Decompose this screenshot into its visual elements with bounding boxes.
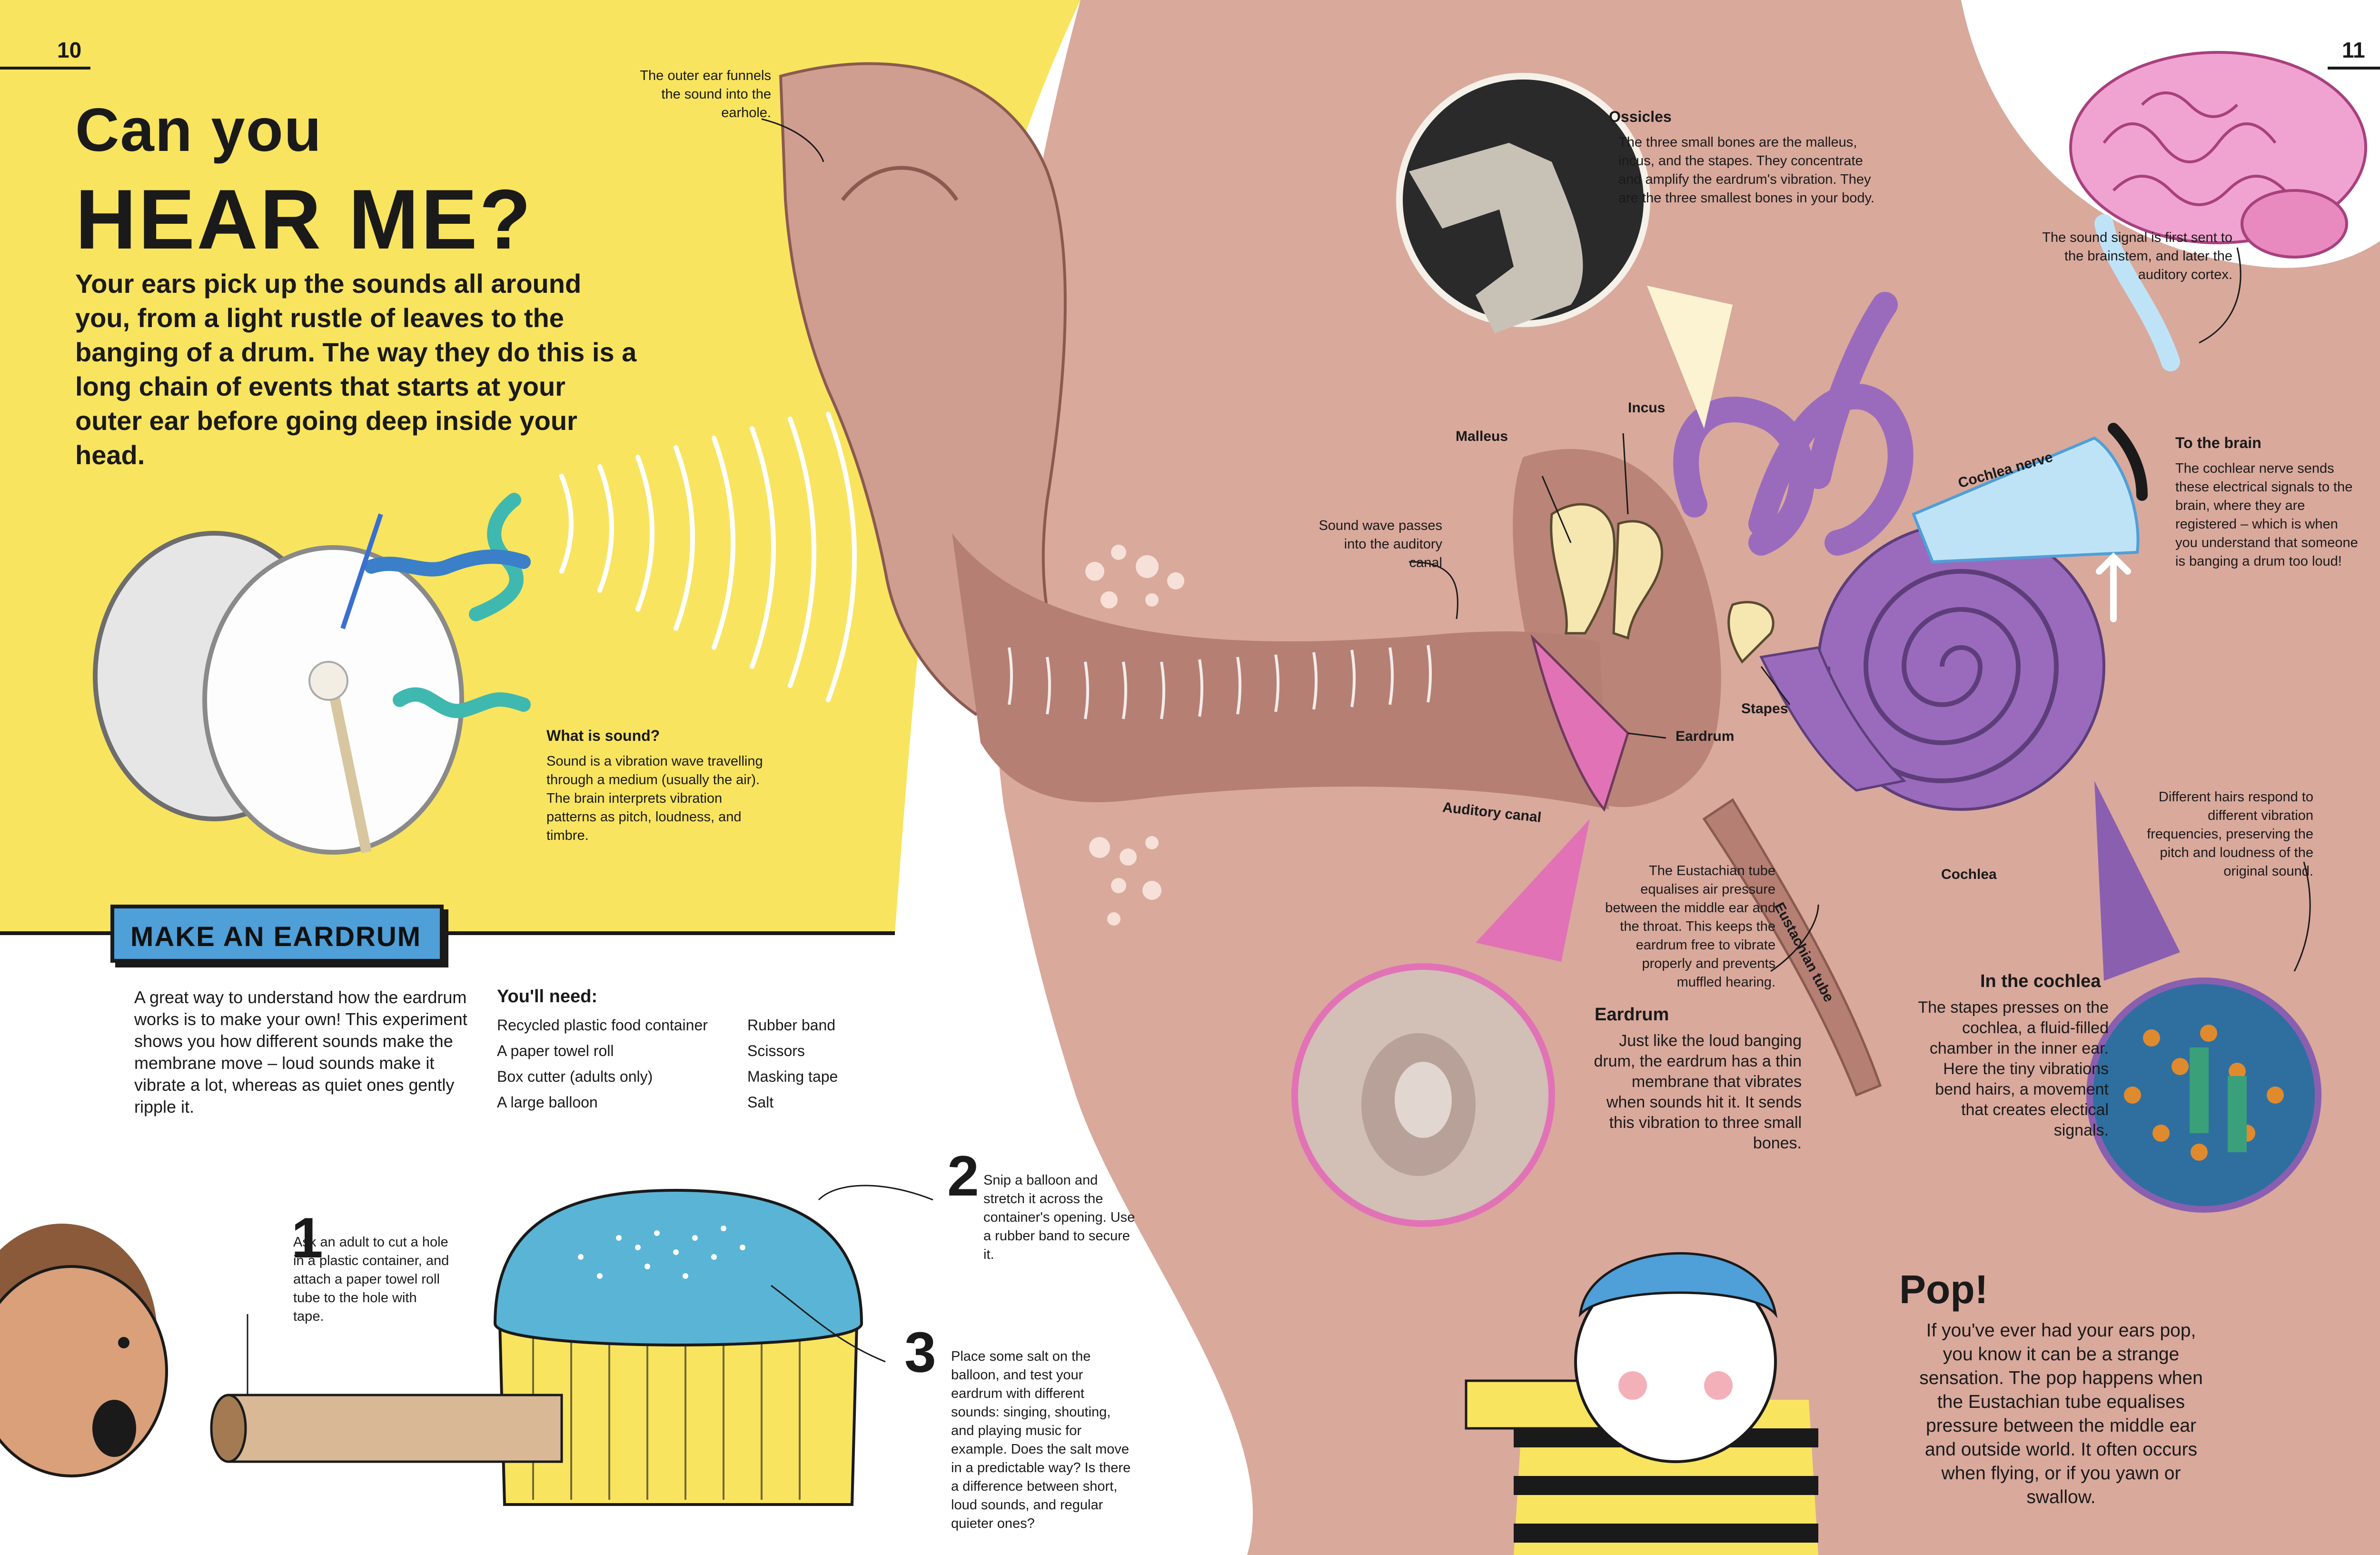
step-3-text: Place some salt on the balloon, and test… xyxy=(951,1349,1131,1531)
sound-wave-caption: Sound wave passes into the auditory cana… xyxy=(1319,518,1442,570)
list-item: A large balloon xyxy=(497,1094,598,1111)
ossicle-bones xyxy=(1550,503,1775,664)
cochlea-box-heading: In the cochlea xyxy=(1980,971,2101,991)
cochlea-shape xyxy=(1759,522,2105,811)
boy-illustration xyxy=(1465,1252,1818,1555)
experiment-intro: A great way to understand how the eardru… xyxy=(134,987,467,1116)
header-rule-right xyxy=(2328,67,2380,70)
step-3-number: 3 xyxy=(904,1320,936,1384)
paper-tube xyxy=(210,1394,563,1463)
sound-squiggles xyxy=(364,493,531,718)
need-list-col2: Rubber band Scissors Masking tape Salt xyxy=(747,1012,838,1115)
sound-text: Sound is a vibration wave travelling thr… xyxy=(546,754,763,843)
cochlea-label: Cochlea xyxy=(1941,867,1997,882)
incus-label: Incus xyxy=(1628,400,1666,416)
pop-text: If you've ever had your ears pop, you kn… xyxy=(1919,1320,2203,1507)
up-arrow xyxy=(2096,552,2131,622)
list-item: A paper towel roll xyxy=(497,1042,614,1059)
eardrum-label: Eardrum xyxy=(1676,728,1735,744)
eardrum-shape xyxy=(1530,634,1629,812)
eustachian-tube-shape xyxy=(1702,798,1882,1097)
step-2-text: Snip a balloon and stretch it across the… xyxy=(983,1173,1135,1262)
to-brain-heading: To the brain xyxy=(2175,434,2261,451)
outer-ear-caption: The outer ear funnels the sound into the… xyxy=(640,68,771,120)
eustachian-caption: The Eustachian tube equalises air pressu… xyxy=(1605,863,1775,990)
step-2-number: 2 xyxy=(947,1144,979,1208)
brain-image xyxy=(2069,51,2367,371)
eardrum-box-text: Just like the loud banging drum, the ear… xyxy=(1594,1032,1802,1152)
eardrum-box-heading: Eardrum xyxy=(1595,1005,1669,1025)
sound-heading: What is sound? xyxy=(546,727,660,744)
cochlear-nerve xyxy=(1912,436,2140,564)
list-item: Box cutter (adults only) xyxy=(497,1068,653,1085)
ossicles-text: The three small bones are the malleus, i… xyxy=(1618,135,1874,206)
section-divider xyxy=(0,931,895,935)
malleus-label: Malleus xyxy=(1456,429,1508,444)
auditory-canal-shape xyxy=(952,533,1609,809)
list-item: Scissors xyxy=(747,1042,805,1059)
step-1-number: 1 xyxy=(291,1206,323,1270)
make-an-eardrum-heading: MAKE AN EARDRUM xyxy=(130,921,422,952)
pop-heading: Pop! xyxy=(1899,1267,1988,1312)
drum-image xyxy=(93,531,464,855)
title-line-1: Can you xyxy=(75,96,322,164)
step-1-text: Ask an adult to cut a hole in a plastic … xyxy=(293,1235,449,1324)
cochlea-hairs-photo xyxy=(2086,781,2321,1213)
semicircular-canals xyxy=(1673,292,1914,556)
ossicles-photo xyxy=(1396,73,1733,429)
ossicles-heading: Ossicles xyxy=(1609,108,1672,125)
need-list-col1: Recycled plastic food container A paper … xyxy=(497,1012,708,1115)
cochlea-box-text: The stapes presses on the cochlea, a flu… xyxy=(1918,998,2109,1139)
intro-paragraph: Your ears pick up the sounds all around … xyxy=(75,269,637,470)
list-item: Masking tape xyxy=(747,1068,838,1085)
eardrum-photo xyxy=(1291,819,1590,1227)
list-item: Recycled plastic food container xyxy=(497,1017,708,1034)
list-item: Rubber band xyxy=(747,1017,836,1034)
page-number-right: 11 xyxy=(2342,38,2365,62)
list-item: Salt xyxy=(747,1094,774,1111)
sound-wave-arcs xyxy=(559,412,857,702)
make-an-eardrum-banner: MAKE AN EARDRUM xyxy=(110,905,444,963)
hairs-caption: Different hairs respond to different vib… xyxy=(2147,789,2313,879)
girl-illustration xyxy=(0,1224,168,1477)
stapes-label: Stapes xyxy=(1741,701,1788,717)
brain-signal-caption: The sound signal is first sent to the br… xyxy=(2042,230,2232,282)
to-brain-text: The cochlear nerve sends these electrica… xyxy=(2175,461,2358,569)
page-number-left: 10 xyxy=(57,38,82,62)
header-rule-left xyxy=(0,67,90,70)
title-line-2: HEAR ME? xyxy=(75,172,533,267)
you-need-heading: You'll need: xyxy=(497,987,598,1007)
